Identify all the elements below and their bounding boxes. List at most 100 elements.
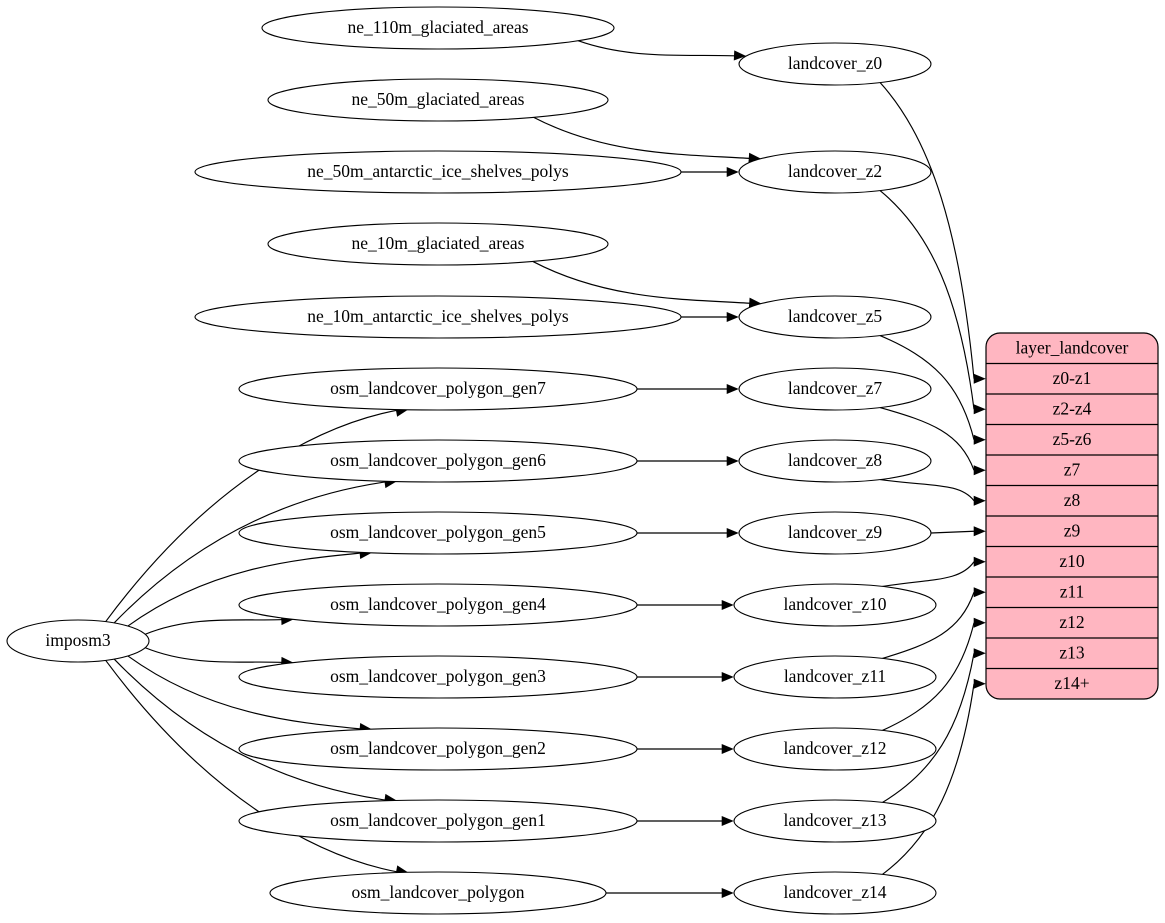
table-row[interactable]: z7 [986,455,1158,486]
edge-arrowhead [973,404,986,415]
node-label: imposm3 [45,630,110,650]
node-osm_landcover_polygon_gen7[interactable]: osm_landcover_polygon_gen7 [238,367,638,411]
table-row-label: z8 [1064,490,1081,510]
table-row-label: z14+ [1054,673,1089,693]
node-label: ne_110m_glaciated_areas [347,17,528,37]
node-label: landcover_z7 [788,378,883,398]
table-row[interactable]: z14+ [986,669,1158,700]
node-shape [738,42,932,86]
table-row[interactable]: z11 [986,577,1158,608]
edge-imposm3-to-osm_landcover_polygon_gen5 [127,552,364,627]
node-landcover_z13[interactable]: landcover_z13 [733,799,937,843]
edge-landcover_z12-to-table-z12 [882,622,975,731]
edge-arrowhead [973,648,986,659]
node-landcover_z14[interactable]: landcover_z14 [733,871,937,915]
node-landcover_z0[interactable]: landcover_z0 [738,42,932,86]
node-osm_landcover_polygon_gen6[interactable]: osm_landcover_polygon_gen6 [238,439,638,483]
node-osm_landcover_polygon_gen1[interactable]: osm_landcover_polygon_gen1 [238,799,638,843]
table-row-label: z13 [1059,642,1085,662]
node-landcover_z2[interactable]: landcover_z2 [738,150,932,194]
edge-arrowhead [721,815,734,827]
node-osm_landcover_polygon_gen4[interactable]: osm_landcover_polygon_gen4 [238,583,638,627]
edge-landcover_z7-to-table-z7 [879,406,975,471]
edge-landcover_z10-to-table-z10 [882,561,975,588]
edge-arrowhead [973,617,986,628]
node-shape [733,655,937,699]
table-row[interactable]: z12 [986,608,1158,639]
node-landcover_z10[interactable]: landcover_z10 [733,583,937,627]
node-shape [738,511,932,555]
edge-arrowhead [973,678,986,689]
edge-arrowhead [973,587,986,598]
node-shape [738,150,932,194]
node-label: landcover_z0 [788,53,883,73]
node-ne_50m_glaciated_areas[interactable]: ne_50m_glaciated_areas [267,78,609,122]
edge-arrowhead [721,743,734,755]
edge-arrowhead [973,465,986,476]
node-label: osm_landcover_polygon_gen5 [330,522,546,542]
table-row[interactable]: z10 [986,547,1158,578]
edge-arrowhead [726,527,739,539]
table-row-label: z5-z6 [1053,429,1092,449]
node-label: landcover_z8 [788,450,883,470]
edge-imposm3-to-osm_landcover_polygon_gen3 [145,647,285,664]
node-landcover_z9[interactable]: landcover_z9 [738,511,932,555]
node-landcover_z7[interactable]: landcover_z7 [738,367,932,411]
edge-imposm3-to-osm_landcover_polygon_gen1 [113,658,388,802]
edge-arrowhead [721,599,734,611]
node-label: ne_50m_glaciated_areas [352,89,525,109]
node-shape [238,799,638,843]
node-ne_50m_antarctic_ice_shelves_polys[interactable]: ne_50m_antarctic_ice_shelves_polys [194,150,682,194]
node-label: landcover_z13 [783,810,886,830]
node-shape [267,78,609,122]
node-shape [738,295,932,339]
edge-arrowhead [726,166,739,178]
table-row[interactable]: z2-z4 [986,394,1158,425]
layer-landcover-table: layer_landcoverz0-z1z2-z4z5-z6z7z8z9z10z… [985,332,1159,700]
node-landcover_z5[interactable]: landcover_z5 [738,295,932,339]
node-landcover_z8[interactable]: landcover_z8 [738,439,932,483]
node-ne_10m_glaciated_areas[interactable]: ne_10m_glaciated_areas [267,222,609,266]
edge-landcover_z14-to-table-z14+ [882,683,975,875]
edge-arrowhead [726,383,739,395]
node-shape [738,439,932,483]
table-row-label: z7 [1064,459,1081,479]
node-landcover_z12[interactable]: landcover_z12 [733,727,937,771]
node-ne_10m_antarctic_ice_shelves_polys[interactable]: ne_10m_antarctic_ice_shelves_polys [194,295,682,339]
node-label: landcover_z5 [788,306,883,326]
edge-landcover_z13-to-table-z13 [882,653,975,803]
node-label: osm_landcover_polygon_gen4 [330,594,546,614]
node-osm_landcover_polygon_gen2[interactable]: osm_landcover_polygon_gen2 [238,727,638,771]
table-row[interactable]: z13 [986,638,1158,669]
node-ne_110m_glaciated_areas[interactable]: ne_110m_glaciated_areas [261,6,615,50]
edge-arrowhead [973,556,986,567]
table-row-label: z10 [1059,551,1085,571]
node-shape [194,150,682,194]
node-osm_landcover_polygon_gen3[interactable]: osm_landcover_polygon_gen3 [238,655,638,699]
node-label: osm_landcover_polygon_gen3 [330,666,546,686]
table-row[interactable]: z0-z1 [986,364,1158,395]
edge-arrowhead [973,434,986,445]
node-landcover_z11[interactable]: landcover_z11 [733,655,937,699]
edge-imposm3-to-osm_landcover_polygon_gen2 [127,655,364,730]
node-shape [238,583,638,627]
table-row[interactable]: z8 [986,486,1158,517]
node-osm_landcover_polygon[interactable]: osm_landcover_polygon [269,871,607,915]
node-osm_landcover_polygon_gen5[interactable]: osm_landcover_polygon_gen5 [238,511,638,555]
node-shape [238,367,638,411]
table-row[interactable]: z5-z6 [986,425,1158,456]
edge-landcover_z11-to-table-z11 [882,592,975,660]
node-shape [238,655,638,699]
node-shape [733,727,937,771]
edge-arrowhead [721,887,734,899]
node-shape [194,295,682,339]
node-label: landcover_z9 [788,522,883,542]
edge-arrowhead [726,311,739,323]
table-row[interactable]: z9 [986,516,1158,547]
node-shape [733,871,937,915]
node-shape [238,511,638,555]
node-imposm3[interactable]: imposm3 [6,619,150,663]
node-shape [738,367,932,411]
